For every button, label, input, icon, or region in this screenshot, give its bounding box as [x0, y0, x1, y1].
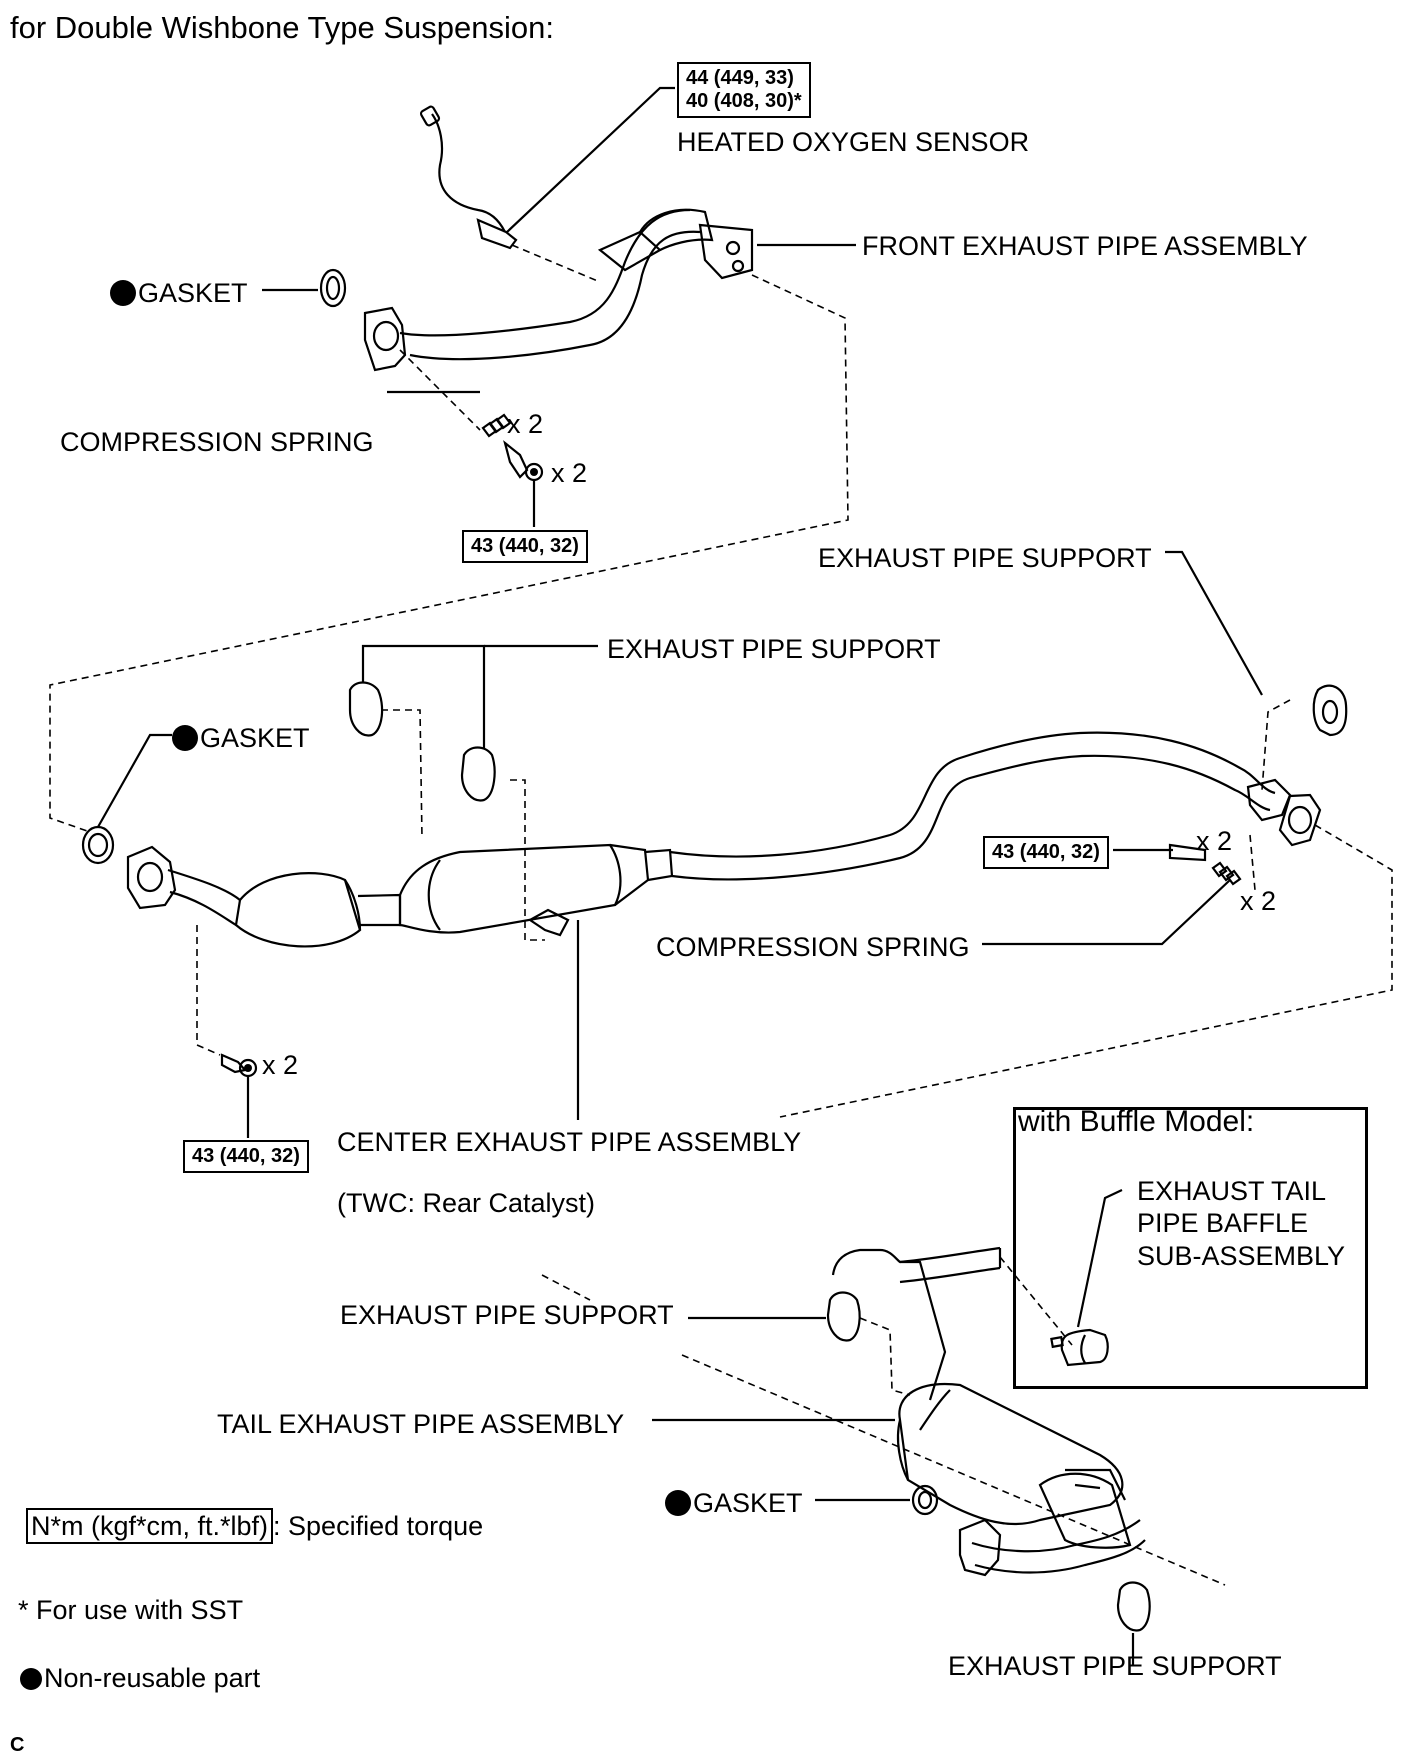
torque-sensor-line1: 44 (449, 33) [686, 67, 794, 89]
legend-torque-unit: N*m (kgf*cm, ft.*lbf) [26, 1508, 274, 1544]
footer-code: C [10, 1734, 25, 1756]
label-center-exhaust-pipe: CENTER EXHAUST PIPE ASSEMBLY [337, 1127, 802, 1157]
label-tail-exhaust-pipe: TAIL EXHAUST PIPE ASSEMBLY [217, 1409, 625, 1439]
label-heated-oxygen-sensor: HEATED OXYGEN SENSOR [677, 127, 1030, 157]
label-exhaust-pipe-support-top-right: EXHAUST PIPE SUPPORT [818, 543, 1152, 573]
label-twc-note: (TWC: Rear Catalyst) [337, 1188, 596, 1218]
label-gasket-front: GASKET [110, 280, 248, 307]
label-front-exhaust-pipe: FRONT EXHAUST PIPE ASSEMBLY [862, 231, 1308, 261]
non-reusable-icon [665, 1490, 691, 1516]
label-baffle-model: with Buffle Model: [1018, 1105, 1255, 1138]
label-compression-spring-front: COMPRESSION SPRING [60, 427, 374, 457]
non-reusable-icon [110, 280, 136, 306]
label-baffle-line1: EXHAUST TAIL [1137, 1176, 1327, 1206]
label-gasket-tail: GASKET [665, 1490, 803, 1517]
label-qty-bolt-center: x 2 [262, 1050, 299, 1080]
diagram-title: for Double Wishbone Type Suspension: [10, 10, 554, 45]
non-reusable-icon [20, 1668, 42, 1690]
label-qty-bolt-rear: x 2 [1196, 826, 1233, 856]
torque-sensor-line2: 40 (408, 30)* [686, 90, 802, 112]
label-exhaust-pipe-support-bottom: EXHAUST PIPE SUPPORT [948, 1651, 1282, 1681]
torque-box-rear-bolt: 43 (440, 32) [983, 836, 1109, 869]
label-qty-spring-front: x 2 [507, 409, 544, 439]
label-baffle-line2: PIPE BAFFLE [1137, 1208, 1309, 1238]
legend-sst-note: * For use with SST [18, 1595, 244, 1625]
label-exhaust-pipe-support-tail: EXHAUST PIPE SUPPORT [340, 1300, 674, 1330]
label-qty-bolt-front: x 2 [551, 458, 588, 488]
label-baffle-line3: SUB-ASSEMBLY [1137, 1241, 1346, 1271]
legend-torque-desc: : Specified torque [273, 1511, 484, 1541]
legend-non-reusable: Non-reusable part [20, 1665, 260, 1692]
label-exhaust-pipe-support-center: EXHAUST PIPE SUPPORT [607, 634, 941, 664]
baffle-model-inset [1013, 1107, 1368, 1389]
torque-box-center-bolt: 43 (440, 32) [183, 1140, 309, 1173]
legend-torque: N*m (kgf*cm, ft.*lbf): Specified torque [26, 1508, 484, 1544]
label-compression-spring-rear: COMPRESSION SPRING [656, 932, 970, 962]
torque-box-front-bolt: 43 (440, 32) [462, 530, 588, 563]
label-gasket-center: GASKET [172, 725, 310, 752]
torque-box-sensor: 44 (449, 33) 40 (408, 30)* [677, 62, 811, 118]
label-qty-spring-rear: x 2 [1240, 886, 1277, 916]
non-reusable-icon [172, 725, 198, 751]
